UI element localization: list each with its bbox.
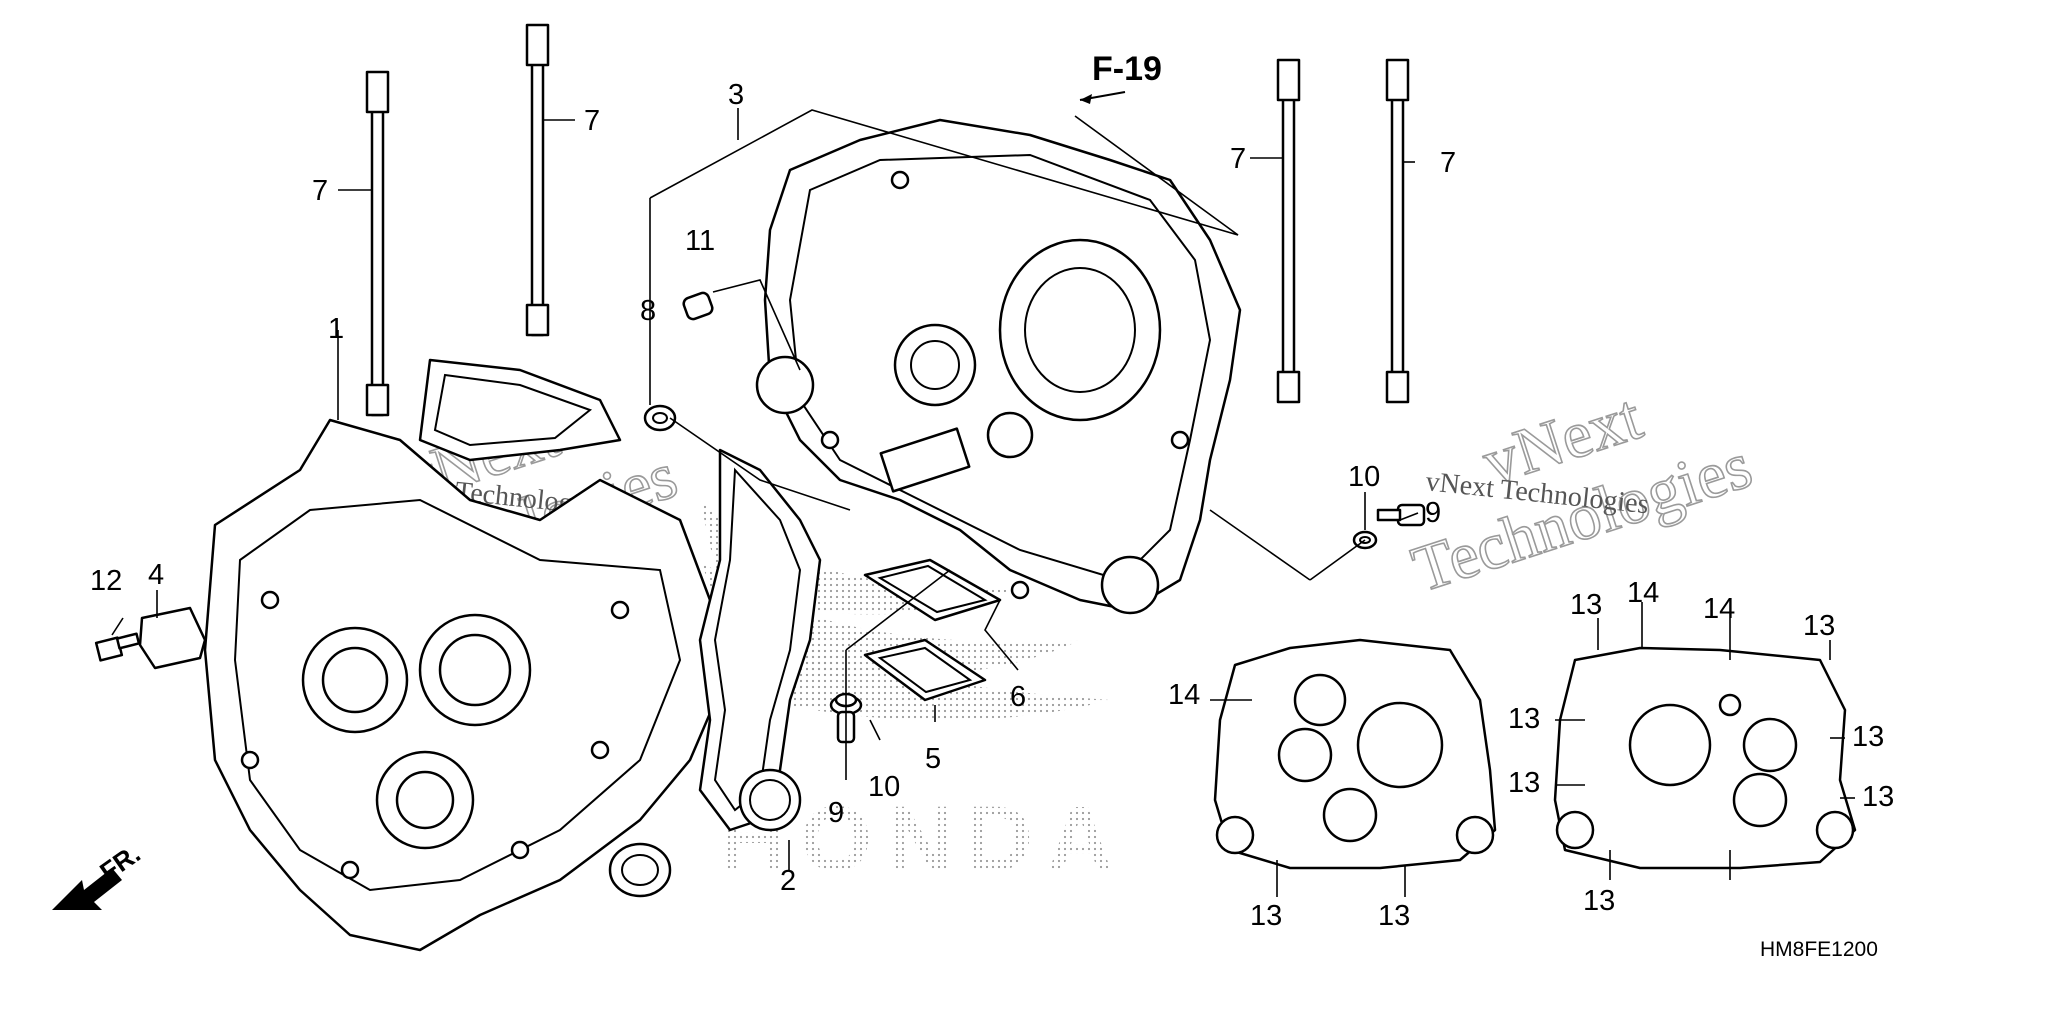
callout-2: 2 <box>780 865 796 897</box>
left-crankcase <box>203 418 722 952</box>
callout-12: 12 <box>90 565 122 597</box>
callout-7a: 7 <box>312 175 328 207</box>
callout-3: 3 <box>728 79 744 111</box>
crankcase-gasket <box>698 448 822 832</box>
drain-bolt-9-right <box>1376 503 1426 527</box>
callout-14a: 14 <box>1168 679 1200 711</box>
callout-7d: 7 <box>1440 147 1456 179</box>
stud-bolt-1 <box>365 70 390 417</box>
right-crankcase-inner-view-b <box>1553 646 1857 870</box>
crankcase-gasket-top <box>418 358 622 462</box>
callout-13f: 13 <box>1508 767 1540 799</box>
callout-8: 8 <box>640 295 656 327</box>
reed-valve-lower <box>863 638 987 702</box>
callout-13d: 13 <box>1803 610 1835 642</box>
stud-bolt-3 <box>1276 58 1301 404</box>
leader-lines <box>111 108 1855 897</box>
right-crankcase <box>755 118 1242 615</box>
right-crankcase-inner-view-a <box>1213 638 1497 870</box>
callout-4: 4 <box>148 559 164 591</box>
callout-13e: 13 <box>1508 703 1540 735</box>
callout-11: 11 <box>685 225 715 257</box>
callout-10b: 10 <box>1348 461 1380 493</box>
stud-bolt-4 <box>1385 58 1410 404</box>
callout-13b: 13 <box>1378 900 1410 932</box>
front-direction-arrow: FR. <box>52 838 146 910</box>
callout-7b: 7 <box>584 105 600 137</box>
callout-6: 6 <box>1010 681 1026 713</box>
callout-14c: 14 <box>1703 593 1735 625</box>
dowel-pin <box>682 291 714 321</box>
cover-plate-4 <box>138 606 207 670</box>
callout-13h: 13 <box>1862 781 1894 813</box>
callout-9b: 9 <box>1425 497 1441 529</box>
oil-seal-8 <box>643 404 677 432</box>
stud-bolt-2 <box>525 23 550 337</box>
reference-label: F-19 <box>1092 50 1162 88</box>
callout-13c: 13 <box>1570 589 1602 621</box>
callout-13a: 13 <box>1250 900 1282 932</box>
flange-bolt-12 <box>94 632 141 662</box>
callout-7c: 7 <box>1230 143 1246 175</box>
callout-9a: 9 <box>828 797 844 829</box>
callout-5: 5 <box>925 743 941 775</box>
reference-marker: F-19 <box>1079 50 1162 104</box>
figure-code: HM8FE1200 <box>1760 938 1878 961</box>
callout-13i: 13 <box>1583 885 1615 917</box>
callout-10a: 10 <box>868 771 900 803</box>
callout-1: 1 <box>328 313 344 345</box>
callout-13g: 13 <box>1852 721 1884 753</box>
callout-14b: 14 <box>1627 577 1659 609</box>
